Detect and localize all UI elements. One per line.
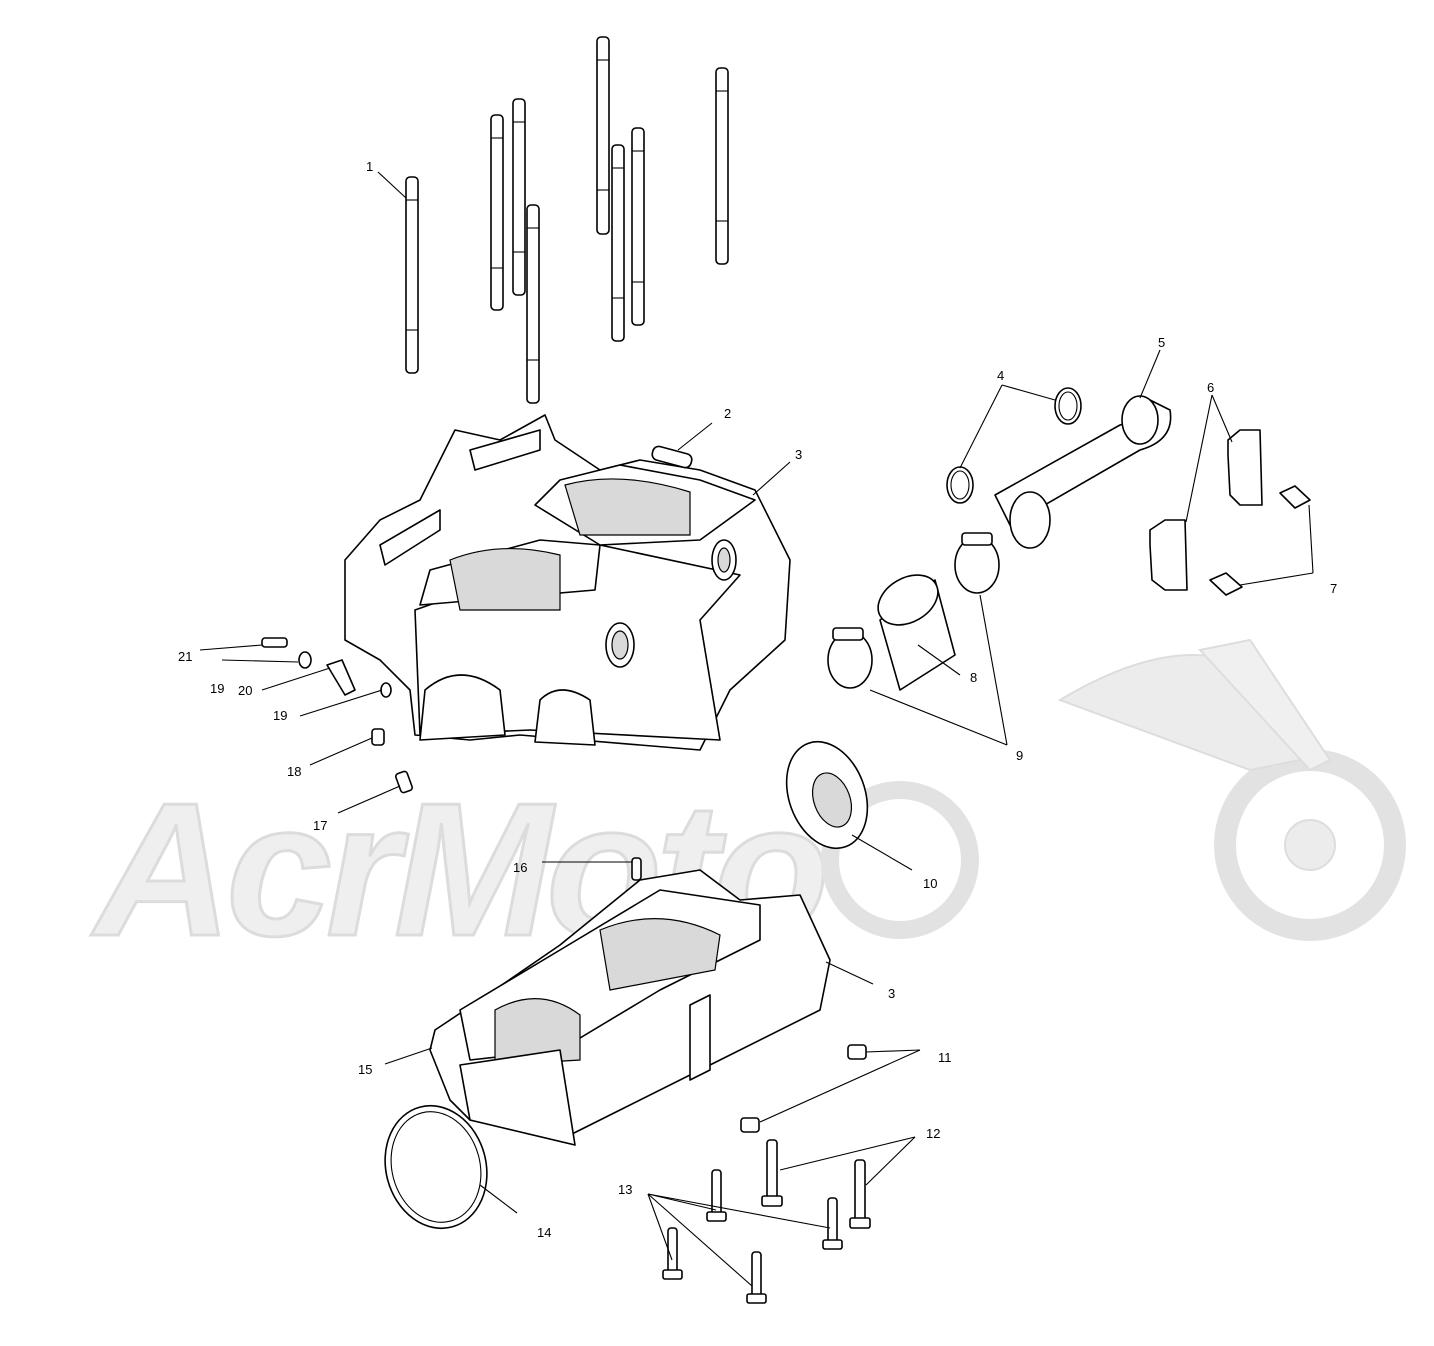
callout-3-lower: 3 bbox=[888, 986, 895, 1001]
bolt bbox=[751, 1251, 762, 1301]
callout-9: 9 bbox=[1016, 748, 1023, 763]
retaining-ring bbox=[384, 1104, 488, 1230]
oil-seal bbox=[785, 740, 869, 850]
callout-1: 1 bbox=[366, 159, 373, 174]
callout-19-upper: 19 bbox=[210, 681, 224, 696]
sleeve bbox=[394, 770, 414, 794]
callout-2: 2 bbox=[724, 406, 731, 421]
watermark-motorcycle-logo bbox=[821, 638, 1406, 941]
small-fittings bbox=[261, 637, 414, 794]
bolt bbox=[854, 1159, 866, 1223]
upper-crankcase bbox=[344, 414, 791, 751]
callout-7: 7 bbox=[1330, 581, 1337, 596]
callout-6: 6 bbox=[1207, 380, 1214, 395]
callout-14: 14 bbox=[537, 1225, 551, 1240]
callout-13: 13 bbox=[618, 1182, 632, 1197]
stud bbox=[405, 176, 419, 374]
bracket bbox=[1149, 519, 1188, 591]
stud bbox=[526, 204, 540, 404]
dowel-pin bbox=[631, 857, 642, 881]
callout-12: 12 bbox=[926, 1126, 940, 1141]
stud bbox=[490, 114, 504, 311]
callout-16: 16 bbox=[513, 860, 527, 875]
banjo-bolt bbox=[261, 637, 288, 648]
callout-3-upper: 3 bbox=[795, 447, 802, 462]
bolt bbox=[827, 1197, 838, 1247]
bolt bbox=[766, 1139, 778, 1203]
callout-20: 20 bbox=[238, 683, 252, 698]
watermark: AcrMoto bbox=[90, 638, 1406, 978]
callout-labels: 1 2 3 4 5 6 7 8 9 10 3 11 12 13 14 15 16… bbox=[178, 159, 1337, 1240]
callout-19-lower: 19 bbox=[273, 708, 287, 723]
callout-15: 15 bbox=[358, 1062, 372, 1077]
breather-assembly bbox=[827, 387, 1311, 691]
bolt bbox=[740, 1117, 760, 1133]
stud bbox=[596, 36, 610, 235]
stud bbox=[512, 98, 526, 296]
watermark-text: AcrMoto bbox=[91, 764, 823, 976]
callout-18: 18 bbox=[287, 764, 301, 779]
bolts bbox=[662, 1044, 871, 1304]
bolt bbox=[711, 1169, 722, 1219]
callout-17: 17 bbox=[313, 818, 327, 833]
stud bbox=[715, 67, 729, 265]
screw bbox=[1279, 485, 1311, 509]
callout-5: 5 bbox=[1158, 335, 1165, 350]
bolt bbox=[847, 1044, 867, 1060]
fitting bbox=[326, 659, 356, 696]
stud bbox=[611, 144, 625, 342]
screw bbox=[1209, 572, 1243, 596]
bracket bbox=[1227, 429, 1263, 506]
callout-10: 10 bbox=[923, 876, 937, 891]
callout-4: 4 bbox=[997, 368, 1004, 383]
cylinder-studs bbox=[405, 36, 729, 404]
stud bbox=[631, 127, 645, 326]
callout-8: 8 bbox=[970, 670, 977, 685]
dowel-pin bbox=[651, 445, 693, 469]
callout-21: 21 bbox=[178, 649, 192, 664]
callout-11: 11 bbox=[938, 1050, 952, 1065]
leader-lines bbox=[199, 171, 1314, 1287]
sleeve bbox=[371, 728, 385, 746]
lower-crankcase bbox=[429, 869, 831, 1146]
